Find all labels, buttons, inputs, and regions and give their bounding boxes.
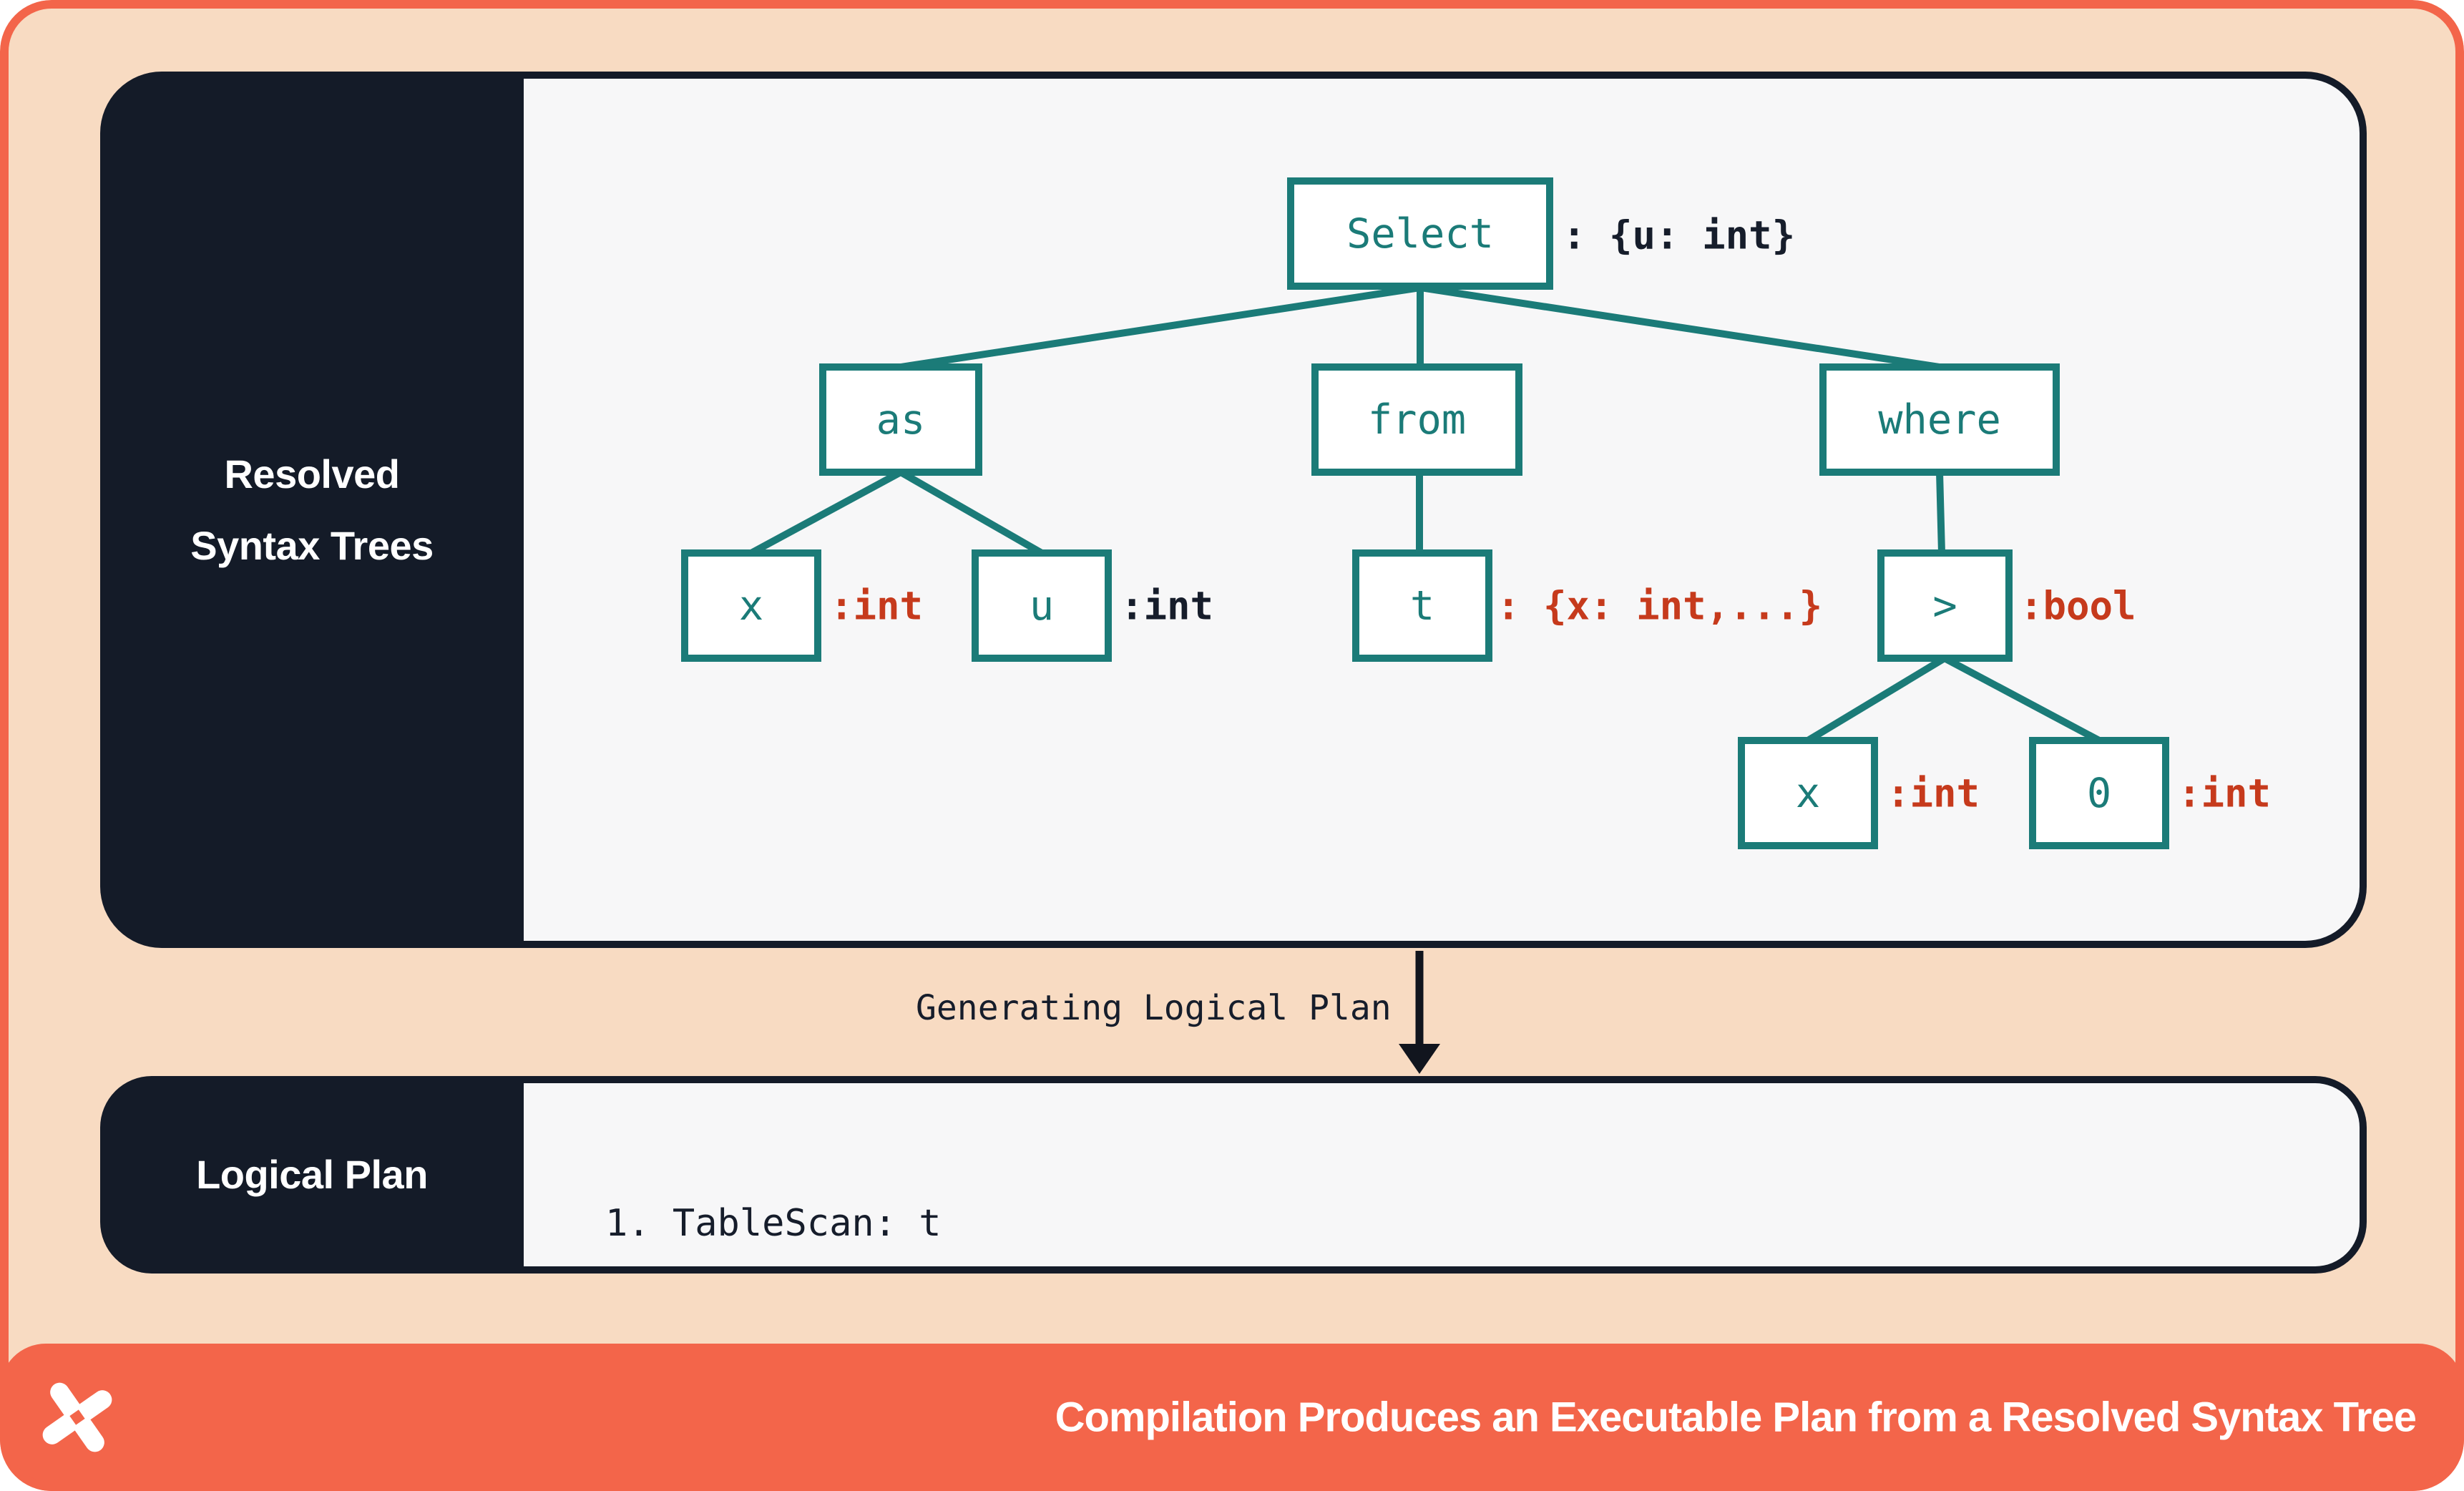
t-type-annotation: : {x: int,...} (1497, 583, 1823, 629)
rst-panel-title: Resolved Syntax Trees (190, 439, 434, 582)
tree-node-x-cmp: x (1738, 737, 1878, 849)
resolved-syntax-trees-panel: Resolved Syntax Trees Select : (100, 72, 2367, 948)
select-type-annotation: : {u: int} (1563, 212, 1796, 258)
x-as-type-annotation: :int (830, 583, 924, 629)
greater-than-type-annotation: :bool (2020, 583, 2136, 629)
transition-caption: Generating Logical Plan (916, 987, 1392, 1028)
tree-node-where: where (1819, 363, 2060, 476)
tree-node-as: as (819, 363, 982, 476)
tree-edges (746, 283, 2104, 746)
down-arrow-icon (1399, 951, 1440, 1074)
lp-sidebar: Logical Plan (100, 1076, 524, 1274)
tree-node-t: t (1352, 549, 1492, 662)
zero-type-annotation: :int (2178, 771, 2272, 816)
tree-node-u: u (972, 549, 1112, 662)
x-cmp-type-annotation: :int (1887, 771, 1980, 816)
dolt-pinwheel-logo (42, 1382, 112, 1452)
tree-node-select: Select (1287, 177, 1553, 290)
logical-plan-steps: 1. TableScan: t 2. Filter: t.x > 0 3. Pr… (605, 1095, 1120, 1274)
rst-title-line-1: Resolved (224, 451, 400, 497)
syntax-tree-diagram: Select : {u: int} as from where x :int u… (524, 79, 2360, 941)
tree-node-zero: 0 (2029, 737, 2169, 849)
footer-caption: Compilation Produces an Executable Plan … (1055, 1394, 2417, 1441)
tree-node-x-as: x (681, 549, 821, 662)
rst-sidebar: Resolved Syntax Trees (100, 72, 524, 948)
u-type-annotation: :int (1120, 583, 1214, 629)
plan-step-1: 1. TableScan: t (605, 1202, 942, 1245)
rst-title-line-2: Syntax Trees (190, 522, 434, 568)
lp-panel-title: Logical Plan (196, 1152, 428, 1197)
tree-node-from: from (1311, 363, 1522, 476)
footer-bar: Compilation Produces an Executable Plan … (0, 1344, 2464, 1491)
tree-node-greater-than: > (1877, 549, 2013, 662)
logical-plan-panel: Logical Plan 1. TableScan: t 2. Filter: … (100, 1076, 2367, 1274)
logical-plan-content: 1. TableScan: t 2. Filter: t.x > 0 3. Pr… (524, 1083, 2360, 1266)
